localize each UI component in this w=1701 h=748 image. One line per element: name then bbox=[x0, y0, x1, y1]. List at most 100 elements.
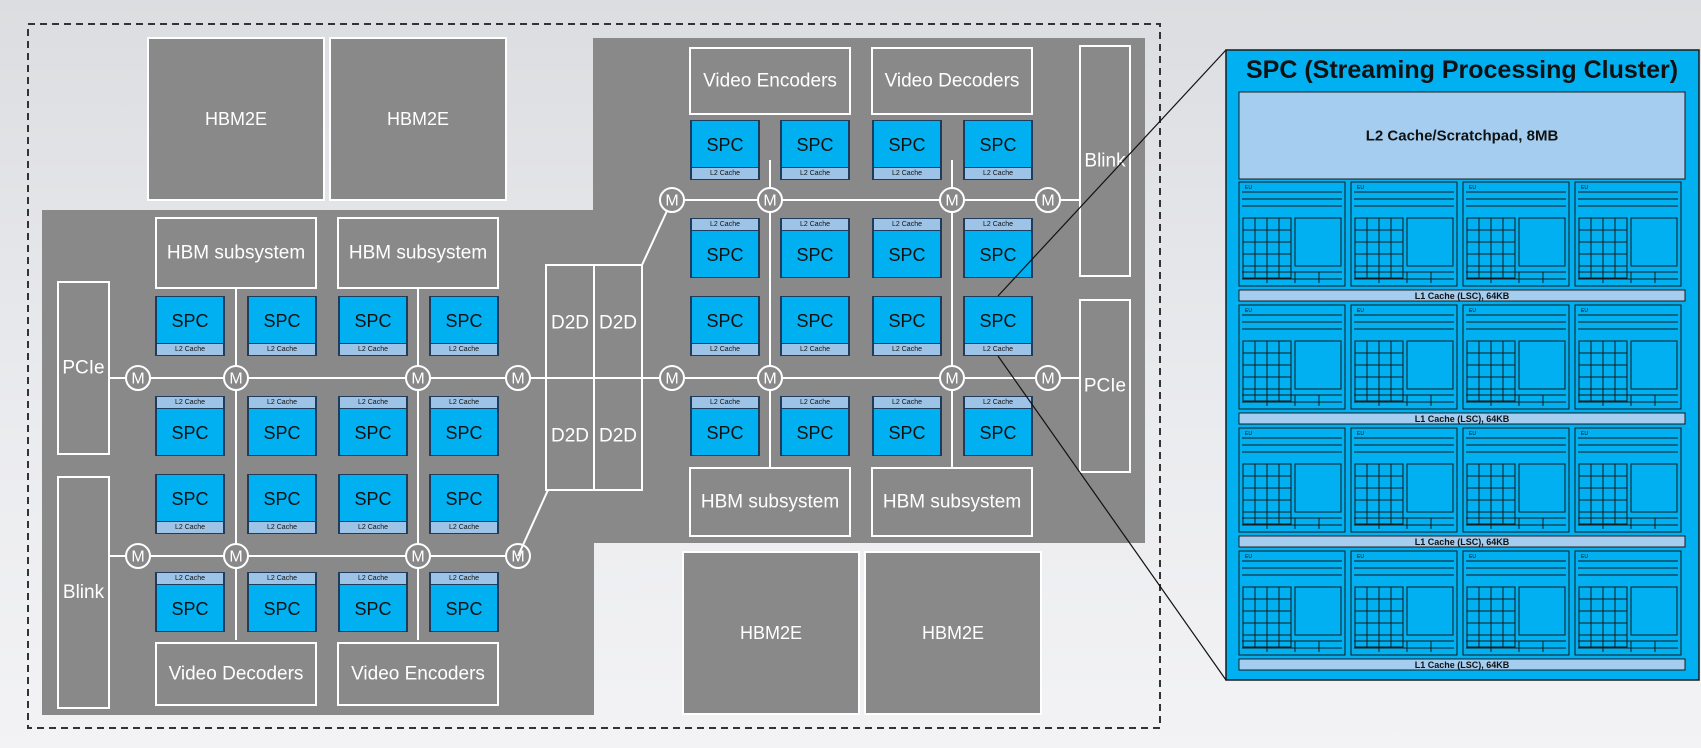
spc-label: SPC bbox=[354, 311, 391, 331]
spc-label: SPC bbox=[445, 423, 482, 443]
spc-block bbox=[249, 409, 315, 455]
eu-label: EU bbox=[1245, 308, 1252, 314]
spc-label: SPC bbox=[706, 245, 743, 265]
left-die bbox=[42, 210, 594, 715]
spc-l2-cache bbox=[249, 344, 315, 355]
spc-label: SPC bbox=[171, 599, 208, 619]
mesh-node-label: M bbox=[763, 371, 776, 388]
mesh-node-label: M bbox=[229, 549, 242, 566]
detail-l1-cache bbox=[1238, 535, 1686, 548]
spc-l2-cache bbox=[431, 522, 497, 533]
mesh-node-label: M bbox=[1041, 371, 1054, 388]
spc-label: SPC bbox=[979, 245, 1016, 265]
hbm2e-stack-label: HBM2E bbox=[387, 109, 449, 129]
spc-block bbox=[431, 475, 497, 521]
eu-label: EU bbox=[1581, 554, 1588, 560]
video-decoders-block-label: Video Decoders bbox=[885, 71, 1020, 92]
spc-l2-cache bbox=[782, 397, 848, 408]
mesh-node bbox=[659, 365, 685, 391]
blink-block-label: Blink bbox=[63, 582, 105, 603]
hbm2e-stack bbox=[864, 551, 1042, 715]
eu-label: EU bbox=[1245, 431, 1252, 437]
spc-block bbox=[340, 409, 406, 455]
spc-l2-cache bbox=[340, 397, 406, 408]
spc-label: SPC bbox=[888, 135, 925, 155]
mesh-node bbox=[1035, 187, 1061, 213]
spc-label: SPC bbox=[888, 245, 925, 265]
d2d-label: D2D bbox=[599, 313, 637, 334]
spc-l2-cache-label: L2 Cache bbox=[267, 346, 297, 353]
spc-l2-cache-label: L2 Cache bbox=[358, 346, 388, 353]
spc-label: SPC bbox=[263, 599, 300, 619]
eu-alu-block bbox=[1294, 217, 1342, 267]
pcie-block bbox=[57, 281, 110, 455]
spc-block bbox=[965, 121, 1031, 167]
spc-l2-cache bbox=[782, 344, 848, 355]
spc-l2-cache-label: L2 Cache bbox=[267, 399, 297, 406]
spc-l2-cache bbox=[157, 573, 223, 584]
mesh-node-label: M bbox=[511, 371, 524, 388]
hbm2e-stack-label: HBM2E bbox=[922, 623, 984, 643]
hbm-subsystem-block-label: HBM subsystem bbox=[349, 243, 487, 264]
spc-block bbox=[431, 409, 497, 455]
spc-l2-cache bbox=[157, 344, 223, 355]
spc-l2-cache bbox=[692, 219, 758, 230]
spc-block bbox=[249, 585, 315, 631]
mesh-node-label: M bbox=[665, 193, 678, 210]
pcie-block-label: PCIe bbox=[62, 358, 104, 379]
spc-label: SPC bbox=[263, 489, 300, 509]
spc-block bbox=[782, 121, 848, 167]
spc-block bbox=[874, 409, 940, 455]
mesh-node bbox=[939, 187, 965, 213]
detail-l1-cache-label: L1 Cache (LSC), 64KB bbox=[1415, 414, 1510, 424]
spc-label: SPC bbox=[445, 489, 482, 509]
video-encoders-block bbox=[337, 642, 499, 706]
spc-label: SPC bbox=[888, 423, 925, 443]
eu-alu-block bbox=[1406, 463, 1454, 513]
mesh-node bbox=[223, 543, 249, 569]
video-encoders-block bbox=[689, 47, 851, 115]
mesh-node bbox=[757, 187, 783, 213]
eu-alu-block bbox=[1406, 217, 1454, 267]
spc-l2-cache bbox=[249, 397, 315, 408]
spc-block bbox=[965, 409, 1031, 455]
hbm2e-stack-label: HBM2E bbox=[740, 623, 802, 643]
spc-l2-cache-label: L2 Cache bbox=[267, 524, 297, 531]
spc-l2-cache bbox=[692, 344, 758, 355]
hbm-subsystem-block-label: HBM subsystem bbox=[883, 492, 1021, 513]
spc-block bbox=[782, 297, 848, 343]
spc-block bbox=[692, 409, 758, 455]
hbm-subsystem-block bbox=[871, 467, 1033, 537]
spc-l2-cache bbox=[965, 344, 1031, 355]
video-encoders-block-label: Video Encoders bbox=[703, 71, 837, 92]
eu-label: EU bbox=[1245, 185, 1252, 191]
hbm2e-stack bbox=[147, 37, 325, 201]
spc-label: SPC bbox=[171, 311, 208, 331]
mesh-node bbox=[125, 365, 151, 391]
d2d-link bbox=[517, 489, 549, 557]
spc-label: SPC bbox=[263, 311, 300, 331]
video-decoders-block bbox=[155, 642, 317, 706]
spc-l2-cache-label: L2 Cache bbox=[358, 524, 388, 531]
spc-l2-cache-label: L2 Cache bbox=[175, 575, 205, 582]
hbm-subsystem-block-label: HBM subsystem bbox=[167, 243, 305, 264]
spc-l2-cache-label: L2 Cache bbox=[800, 221, 830, 228]
spc-l2-cache-label: L2 Cache bbox=[892, 221, 922, 228]
spc-l2-cache bbox=[692, 168, 758, 179]
mesh-node bbox=[659, 187, 685, 213]
mesh-node-label: M bbox=[131, 549, 144, 566]
hbm2e-stack bbox=[329, 37, 507, 201]
eu-label: EU bbox=[1581, 431, 1588, 437]
spc-label: SPC bbox=[796, 311, 833, 331]
spc-l2-cache-label: L2 Cache bbox=[800, 399, 830, 406]
spc-l2-cache-label: L2 Cache bbox=[892, 346, 922, 353]
spc-l2-cache-label: L2 Cache bbox=[267, 575, 297, 582]
hbm2e-stack-label: HBM2E bbox=[205, 109, 267, 129]
eu-label: EU bbox=[1357, 185, 1364, 191]
package-outline bbox=[27, 23, 1161, 729]
video-decoders-block-label: Video Decoders bbox=[169, 664, 304, 685]
spc-block bbox=[692, 297, 758, 343]
mesh-node bbox=[223, 365, 249, 391]
eu-alu-block bbox=[1518, 217, 1566, 267]
